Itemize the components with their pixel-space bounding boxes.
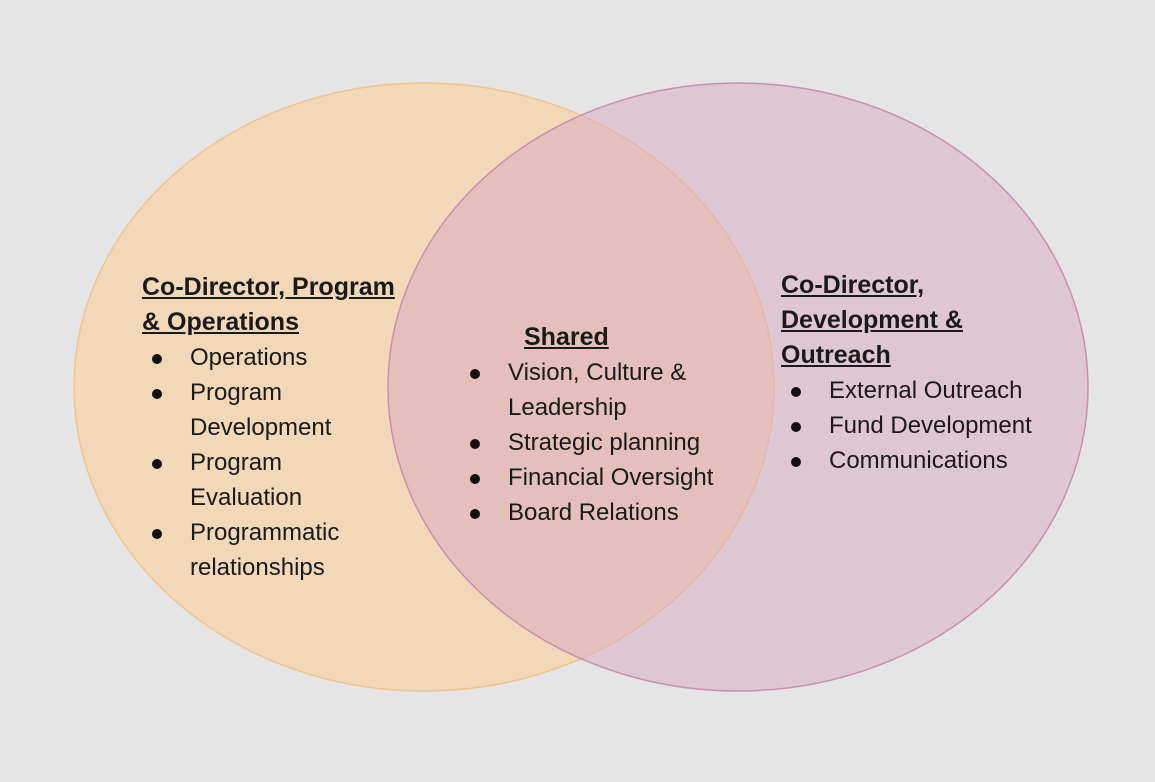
list-item-label: Program Development	[190, 379, 332, 441]
bullet-icon	[152, 459, 162, 469]
left-panel: Co-Director, Program & Operations Operat…	[142, 270, 404, 585]
list-item: Vision, Culture & Leadership	[460, 355, 728, 425]
list-item: Program Development	[142, 375, 400, 445]
left-panel-title: Co-Director, Program & Operations	[142, 273, 395, 336]
list-item: Strategic planning	[460, 425, 728, 460]
list-item-label: Strategic planning	[508, 429, 701, 456]
center-panel-title: Shared	[524, 323, 609, 351]
center-panel-list: Vision, Culture & Leadership Strategic p…	[460, 355, 730, 530]
right-panel-list: External Outreach Fund Development Commu…	[781, 373, 1081, 478]
list-item: Communications	[781, 443, 1081, 478]
bullet-icon	[470, 474, 480, 484]
center-panel: Shared Vision, Culture & Leadership Stra…	[460, 320, 730, 530]
left-panel-list: Operations Program Development Program E…	[142, 340, 404, 585]
list-item: Operations	[142, 340, 400, 375]
list-item: Financial Oversight	[460, 460, 728, 495]
list-item-label: External Outreach	[829, 377, 1023, 404]
list-item-label: Communications	[829, 447, 1008, 474]
list-item: Board Relations	[460, 495, 728, 530]
list-item-label: Board Relations	[508, 499, 679, 526]
list-item-label: Financial Oversight	[508, 464, 714, 491]
list-item: Program Evaluation	[142, 445, 400, 515]
bullet-icon	[152, 389, 162, 399]
list-item-label: Fund Development	[829, 412, 1032, 439]
bullet-icon	[152, 529, 162, 539]
right-panel-title: Co-Director, Development & Outreach	[781, 271, 963, 369]
bullet-icon	[791, 387, 801, 397]
list-item-label: Programmatic relationships	[190, 519, 340, 581]
bullet-icon	[470, 369, 480, 379]
list-item: External Outreach	[781, 373, 1081, 408]
right-circle-development-outreach	[387, 82, 1089, 692]
bullet-icon	[791, 457, 801, 467]
list-item-label: Program Evaluation	[190, 449, 303, 511]
list-item-label: Vision, Culture & Leadership	[508, 359, 687, 421]
bullet-icon	[470, 439, 480, 449]
bullet-icon	[152, 354, 162, 364]
right-panel: Co-Director, Development & Outreach Exte…	[781, 268, 1081, 478]
bullet-icon	[470, 509, 480, 519]
bullet-icon	[791, 422, 801, 432]
list-item: Programmatic relationships	[142, 515, 400, 585]
list-item: Fund Development	[781, 408, 1081, 443]
list-item-label: Operations	[190, 344, 308, 371]
